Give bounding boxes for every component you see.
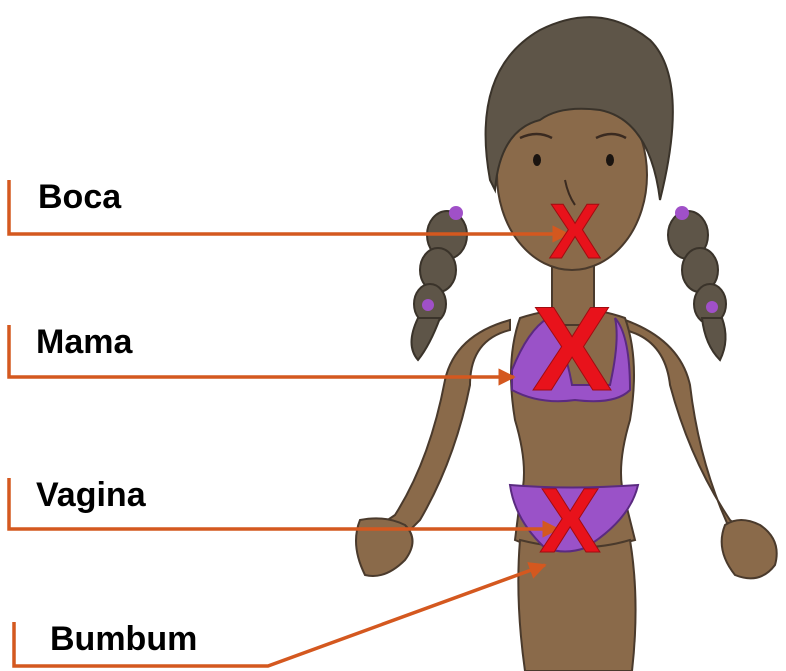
- right-braid: [668, 211, 726, 360]
- label-vagina: Vagina: [36, 478, 146, 512]
- x-mark-breast: X: [532, 282, 612, 416]
- right-hand: [722, 520, 777, 578]
- x-mark-mouth: X: [549, 187, 601, 275]
- right-eye: [606, 154, 614, 166]
- label-mouth: Boca: [38, 180, 121, 214]
- label-breast: Mama: [36, 325, 132, 359]
- x-mark-vagina: X: [539, 470, 600, 572]
- left-eye: [533, 154, 541, 166]
- pointer-lines: [9, 180, 568, 666]
- left-hand: [356, 518, 413, 576]
- label-bottom: Bumbum: [50, 622, 197, 656]
